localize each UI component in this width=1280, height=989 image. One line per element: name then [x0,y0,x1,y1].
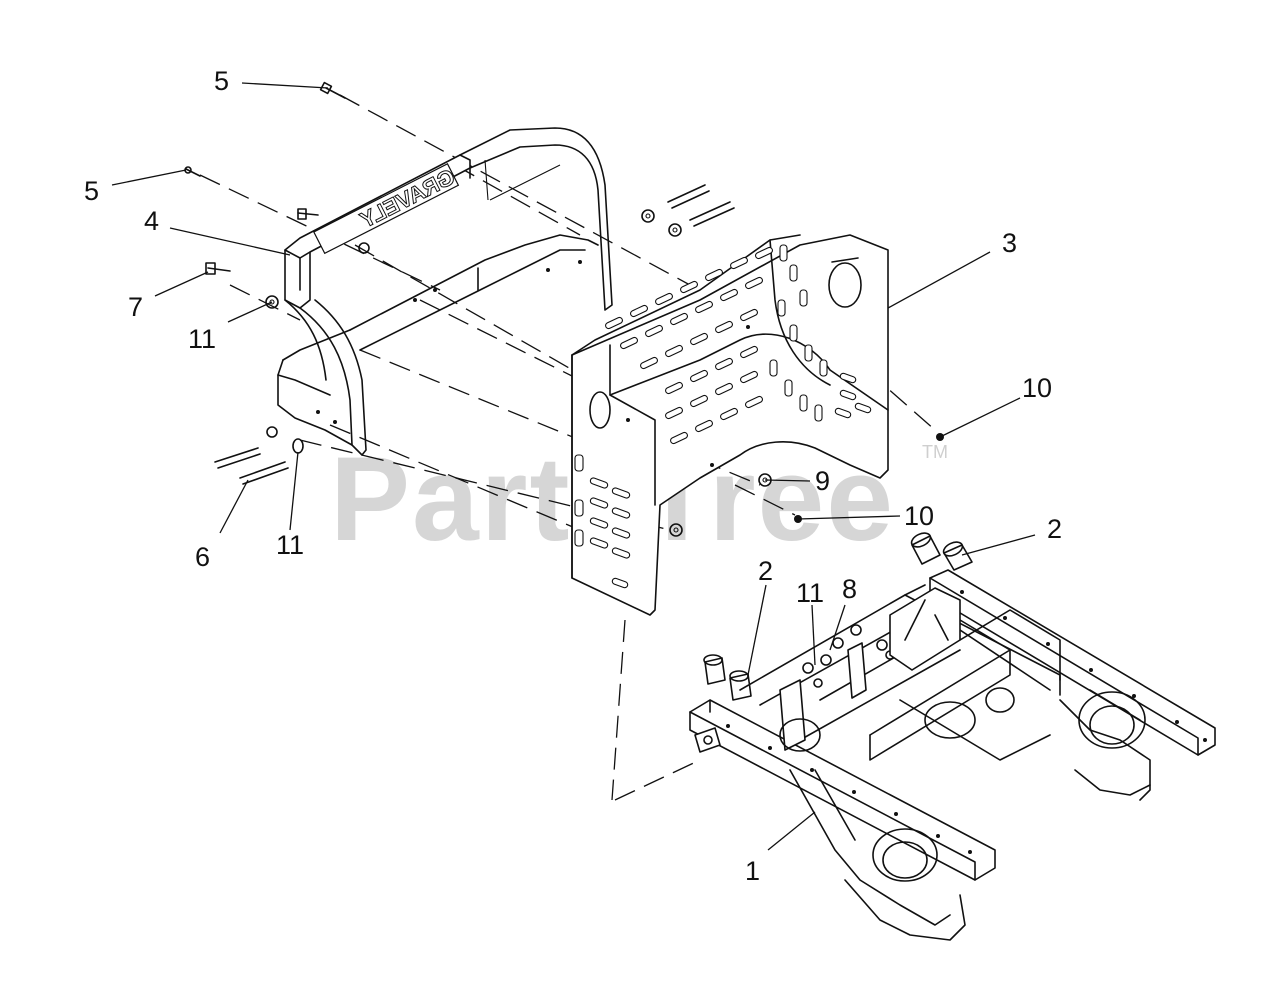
assembly-line [329,424,581,531]
callout-5-top: 5 [214,66,229,96]
spacers [703,532,973,701]
callout-3: 3 [1002,228,1017,258]
leader-lines [111,82,1036,851]
callout-11-frame: 11 [796,578,824,608]
callout-1: 1 [745,856,760,886]
callout-5-left: 5 [84,176,99,206]
assembly-line [359,349,581,441]
callout-4: 4 [144,206,159,236]
callout-9: 9 [815,466,830,496]
assembly-line [419,299,581,381]
callout-2-left: 2 [758,556,773,586]
callout-7: 7 [128,292,143,322]
callout-10-right: 10 [1022,373,1052,403]
assembly-line [734,484,796,516]
assembly-line [454,164,581,236]
callout-8: 8 [842,574,857,604]
watermark-trademark: TM [922,442,948,462]
callout-11-left: 11 [188,324,216,354]
callout-2-right: 2 [1047,514,1062,544]
callout-6: 6 [195,542,210,572]
brand-plate: GRAVELY [313,163,459,255]
callout-10-center: 10 [904,501,934,531]
callout-11-bottom: 11 [276,530,304,560]
main-frame [689,569,1216,941]
shield-slot-pattern [574,244,872,589]
callout-labels: 5 5 4 7 11 6 11 3 10 9 10 2 2 11 8 1 [84,66,1062,886]
assembly-line [339,94,691,286]
assembly-line [614,759,701,801]
assembly-line [229,284,301,321]
assembly-line [354,244,591,381]
perforated-shield [571,234,889,616]
brand-text: GRAVELY [356,164,459,233]
hardware-bolts [184,81,735,485]
assembly-line [611,619,626,801]
bumper-guard: GRAVELY [277,127,613,456]
